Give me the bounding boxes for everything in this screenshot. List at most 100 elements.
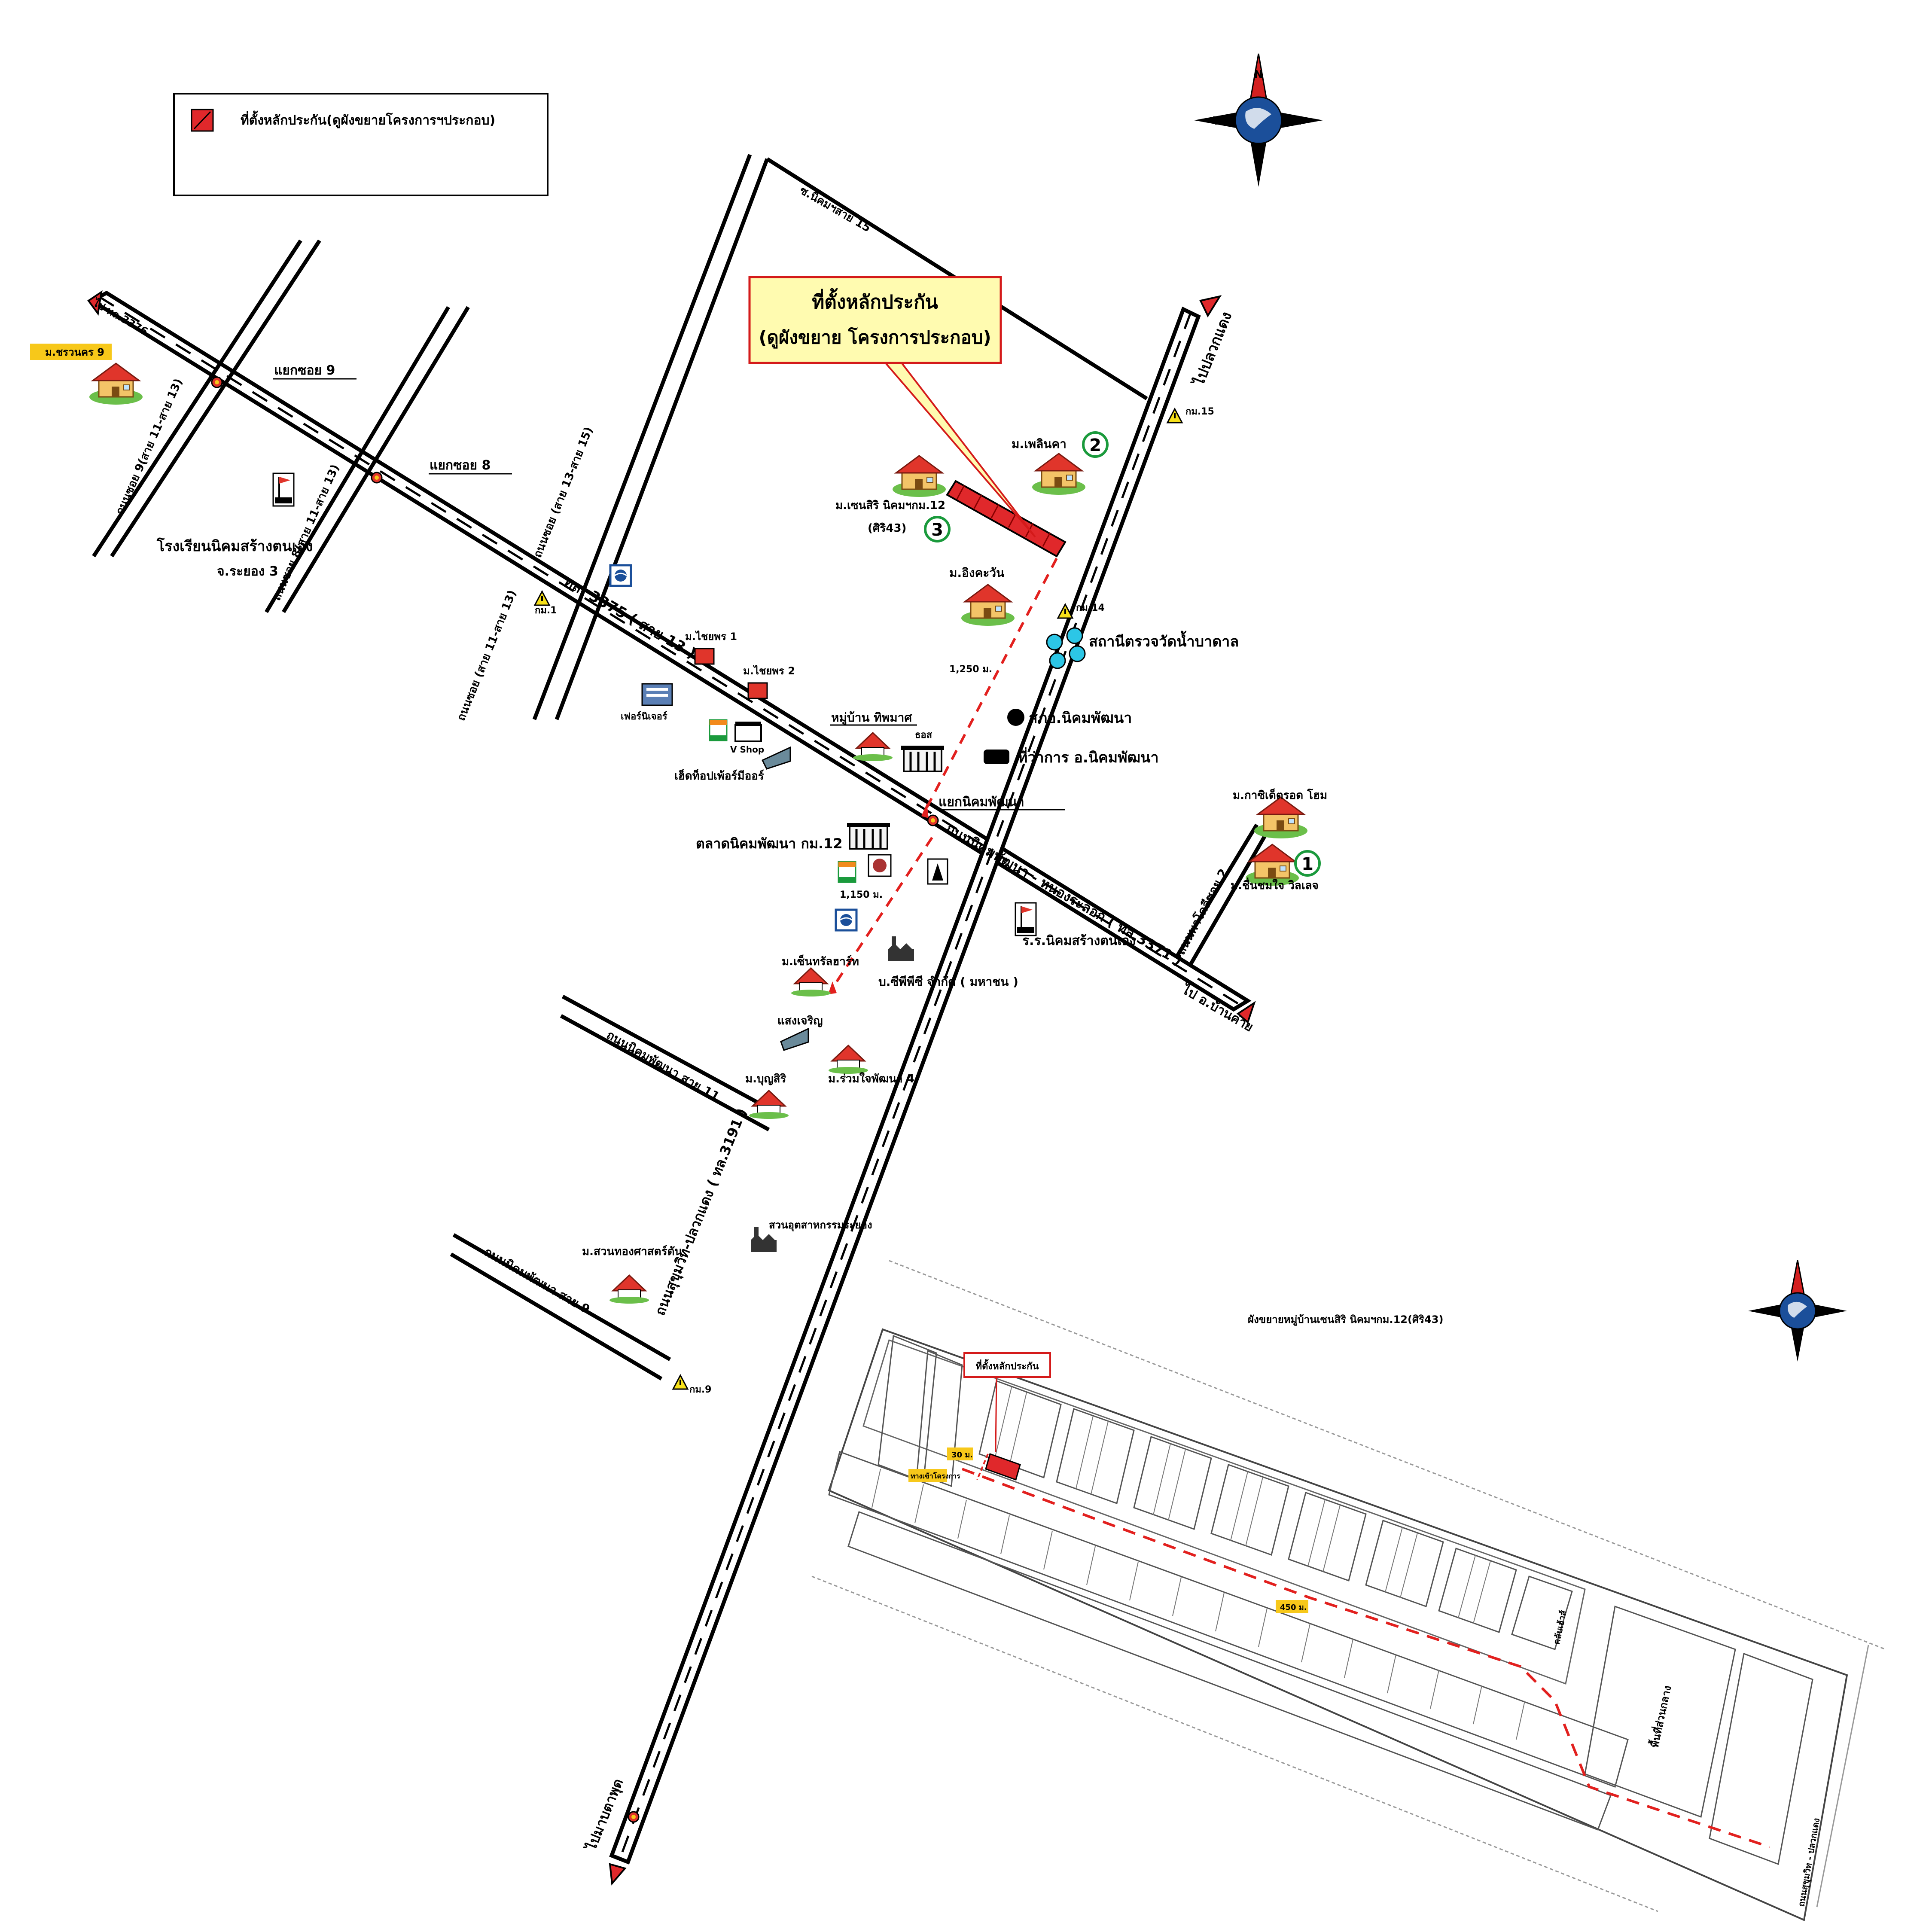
svg-text:1,150 ม.: 1,150 ม. bbox=[840, 890, 883, 900]
store-icon bbox=[761, 746, 791, 770]
collateral-stripes bbox=[956, 485, 1051, 547]
map-labels: ไป ทล.3376 ซ.นิคมฯสาย 15 ไปปลวกแดง กม.15… bbox=[30, 184, 1327, 1854]
svg-text:ม.ไชยพร 2: ม.ไชยพร 2 bbox=[743, 664, 795, 677]
suanthong-house-icon bbox=[609, 1274, 650, 1304]
svg-text:1,250 ม.: 1,250 ม. bbox=[949, 664, 992, 675]
svg-text:450 ม.: 450 ม. bbox=[1280, 1603, 1307, 1612]
central-heart-house-icon bbox=[790, 967, 832, 997]
svg-text:ถนนสุขุมวิท-ปลวกแดง ( ทล.3191: ถนนสุขุมวิท-ปลวกแดง ( ทล.3191 ) bbox=[652, 1106, 751, 1318]
bank-sign-2-icon bbox=[836, 910, 856, 930]
svg-text:หมู่บ้าน ทิพมาศ: หมู่บ้าน ทิพมาศ bbox=[831, 710, 912, 725]
svg-text:ทางเข้าโครงการ: ทางเข้าโครงการ bbox=[911, 1472, 960, 1480]
svg-text:กม.14: กม.14 bbox=[1076, 603, 1105, 613]
svg-text:ตลาดนิคมพัฒนา กม.12: ตลาดนิคมพัฒนา กม.12 bbox=[696, 835, 843, 852]
inset-site-plan: ผังขยายหมู่บ้านเซนสิริ นิคมฯกม.12(ศิริ43… bbox=[811, 1260, 1886, 1921]
route-dashed bbox=[828, 558, 1058, 994]
svg-text:ที่ตั้งหลักประกัน: ที่ตั้งหลักประกัน bbox=[976, 1359, 1039, 1372]
ingkawan-house-icon bbox=[960, 584, 1015, 627]
compass-inset bbox=[1748, 1260, 1847, 1362]
saengcharoen-icon bbox=[780, 1027, 809, 1051]
junction-nikhom-marker bbox=[927, 814, 939, 826]
svg-text:ที่ว่าการ อ.นิคมพัฒนา: ที่ว่าการ อ.นิคมพัฒนา bbox=[1018, 747, 1159, 766]
svg-text:แสงเจริญ: แสงเจริญ bbox=[777, 1015, 823, 1027]
svg-text:คลับเฮ้าส์: คลับเฮ้าส์ bbox=[1551, 1609, 1568, 1646]
nansiri-house-icon bbox=[892, 455, 947, 498]
legend-box: ที่ตั้งหลักประกัน(ดูผังขยายโครงการฯประกอ… bbox=[173, 93, 549, 196]
svg-text:ม.ร่วมใจพัฒนา 4: ม.ร่วมใจพัฒนา 4 bbox=[828, 1072, 914, 1085]
svg-text:ม.กาซิเด็ตรอด โฮม: ม.กาซิเด็ตรอด โฮม bbox=[1233, 788, 1327, 802]
bank-sign-icon bbox=[610, 565, 631, 586]
svg-text:โรงเรียนนิคมสร้างตนเอง: โรงเรียนนิคมสร้างตนเอง bbox=[156, 537, 313, 555]
svg-text:30 ม.: 30 ม. bbox=[951, 1451, 973, 1460]
km1-marker bbox=[534, 591, 550, 606]
svg-text:สถานีตรวจวัดน้ำบาดาล: สถานีตรวจวัดน้ำบาดาล bbox=[1089, 631, 1239, 650]
svg-text:S: S bbox=[1255, 161, 1263, 174]
cpf-factory-icon bbox=[888, 936, 914, 961]
sukhumvit-pluak-daeng-road bbox=[609, 306, 1201, 1865]
svg-text:ถนนซอย (สาย 13-สาย 15): ถนนซอย (สาย 13-สาย 15) bbox=[531, 425, 596, 560]
badge-1: 1 bbox=[1294, 850, 1321, 877]
svg-text:ถนนซอย (สาย 11-สาย 13): ถนนซอย (สาย 11-สาย 13) bbox=[455, 588, 519, 723]
svg-text:ถนนนิคมพัฒนา สาย 11: ถนนนิคมพัฒนา สาย 11 bbox=[604, 1027, 722, 1104]
collateral-marker bbox=[946, 480, 1067, 558]
svg-text:3: 3 bbox=[931, 520, 943, 540]
svg-text:ม.ไชยพร 1: ม.ไชยพร 1 bbox=[685, 630, 737, 643]
km15-marker bbox=[1167, 408, 1183, 424]
svg-text:ม.เพลินคา: ม.เพลินคา bbox=[1012, 437, 1067, 451]
junction-9-marker bbox=[211, 376, 223, 388]
svg-text:ม.อิงคะวัน: ม.อิงคะวัน bbox=[949, 566, 1004, 580]
svg-text:1: 1 bbox=[1301, 854, 1313, 874]
side-roads bbox=[92, 154, 1273, 1380]
water-tanks-icon bbox=[1046, 627, 1086, 669]
svg-text:ธอส: ธอส bbox=[915, 730, 932, 740]
svg-text:เฮ็ดท็อปเพ้อร์มีออร์: เฮ็ดท็อปเพ้อร์มีออร์ bbox=[674, 769, 764, 783]
bunsiri-house-icon bbox=[748, 1090, 789, 1120]
thipmat-house-icon bbox=[852, 732, 893, 762]
police-icon bbox=[1007, 709, 1024, 726]
svg-text:แยกนิคมพัฒนา: แยกนิคมพัฒนา bbox=[939, 795, 1024, 810]
svg-text:ม.ชื่นชมใจ วิลเลจ: ม.ชื่นชมใจ วิลเลจ bbox=[1231, 877, 1319, 892]
svg-text:สภอ.นิคมพัฒนา: สภอ.นิคมพัฒนา bbox=[1029, 710, 1132, 727]
seven-eleven-2-icon bbox=[838, 861, 856, 883]
bank-building-icon bbox=[901, 746, 944, 771]
svg-text:พื้นที่ส่วนกลาง: พื้นที่ส่วนกลาง bbox=[1647, 1684, 1674, 1749]
svg-text:N: N bbox=[1254, 68, 1263, 81]
svg-text:V Shop: V Shop bbox=[730, 744, 764, 755]
junction-south-marker bbox=[628, 1811, 640, 1823]
chaiphon-icons bbox=[694, 648, 768, 699]
svg-text:ม.บุญสิริ: ม.บุญสิริ bbox=[745, 1073, 786, 1086]
district-office-icon bbox=[984, 750, 1009, 764]
coffee-icon bbox=[868, 854, 892, 877]
svg-text:กม.15: กม.15 bbox=[1185, 406, 1214, 417]
svg-text:ซ.นิคมฯสาย 15: ซ.นิคมฯสาย 15 bbox=[798, 184, 873, 235]
svg-text:2: 2 bbox=[1089, 436, 1101, 455]
svg-text:ม.เซนสิริ นิคมฯกม.12: ม.เซนสิริ นิคมฯกม.12 bbox=[835, 499, 945, 512]
road-arrows bbox=[87, 290, 1256, 1886]
svg-text:(ศิริ43): (ศิริ43) bbox=[868, 522, 906, 535]
svg-text:ม.เซ็นทรัลฮาร์ท: ม.เซ็นทรัลฮาร์ท bbox=[782, 954, 859, 968]
market-building-icon bbox=[847, 823, 890, 849]
callout-line1: ที่ตั้งหลักประกัน bbox=[812, 288, 938, 313]
inset-collateral-plot bbox=[985, 1453, 1021, 1481]
ploenkhaa-house-icon bbox=[1031, 453, 1086, 496]
km9-marker bbox=[672, 1374, 689, 1390]
svg-text:กม.1: กม.1 bbox=[535, 605, 557, 616]
svg-text:สวนอุตสาหกรรมระยอง: สวนอุตสาหกรรมระยอง bbox=[769, 1219, 872, 1232]
svg-text:แยกซอย 8: แยกซอย 8 bbox=[430, 458, 491, 473]
callout-line2: (ดูผังขยาย โครงการประกอบ) bbox=[759, 327, 991, 349]
svg-text:E: E bbox=[1294, 115, 1302, 128]
inset-title: ผังขยายหมู่บ้านเซนสิริ นิคมฯกม.12(ศิริ43… bbox=[1248, 1313, 1443, 1326]
svg-text:แยกซอย 9: แยกซอย 9 bbox=[274, 363, 335, 378]
svg-text:ม.ชรวนคร 9: ม.ชรวนคร 9 bbox=[45, 346, 104, 358]
chaiyanakhon-house-icon bbox=[88, 363, 143, 405]
kasidet-house-icon bbox=[1253, 796, 1308, 839]
svg-text:กม.9: กม.9 bbox=[689, 1384, 712, 1395]
collateral-callout: ที่ตั้งหลักประกัน (ดูผังขยาย โครงการประก… bbox=[748, 276, 1002, 364]
seven-eleven-icon bbox=[709, 719, 728, 741]
svg-text:บ.ซีพีพีซี จำกัด ( มหาชน ): บ.ซีพีพีซี จำกัด ( มหาชน ) bbox=[878, 975, 1018, 989]
compass-main: N S W E bbox=[1194, 53, 1323, 187]
vshop-icon bbox=[734, 722, 762, 742]
school-flag-icon bbox=[272, 472, 295, 507]
junction-8-marker bbox=[371, 472, 383, 484]
